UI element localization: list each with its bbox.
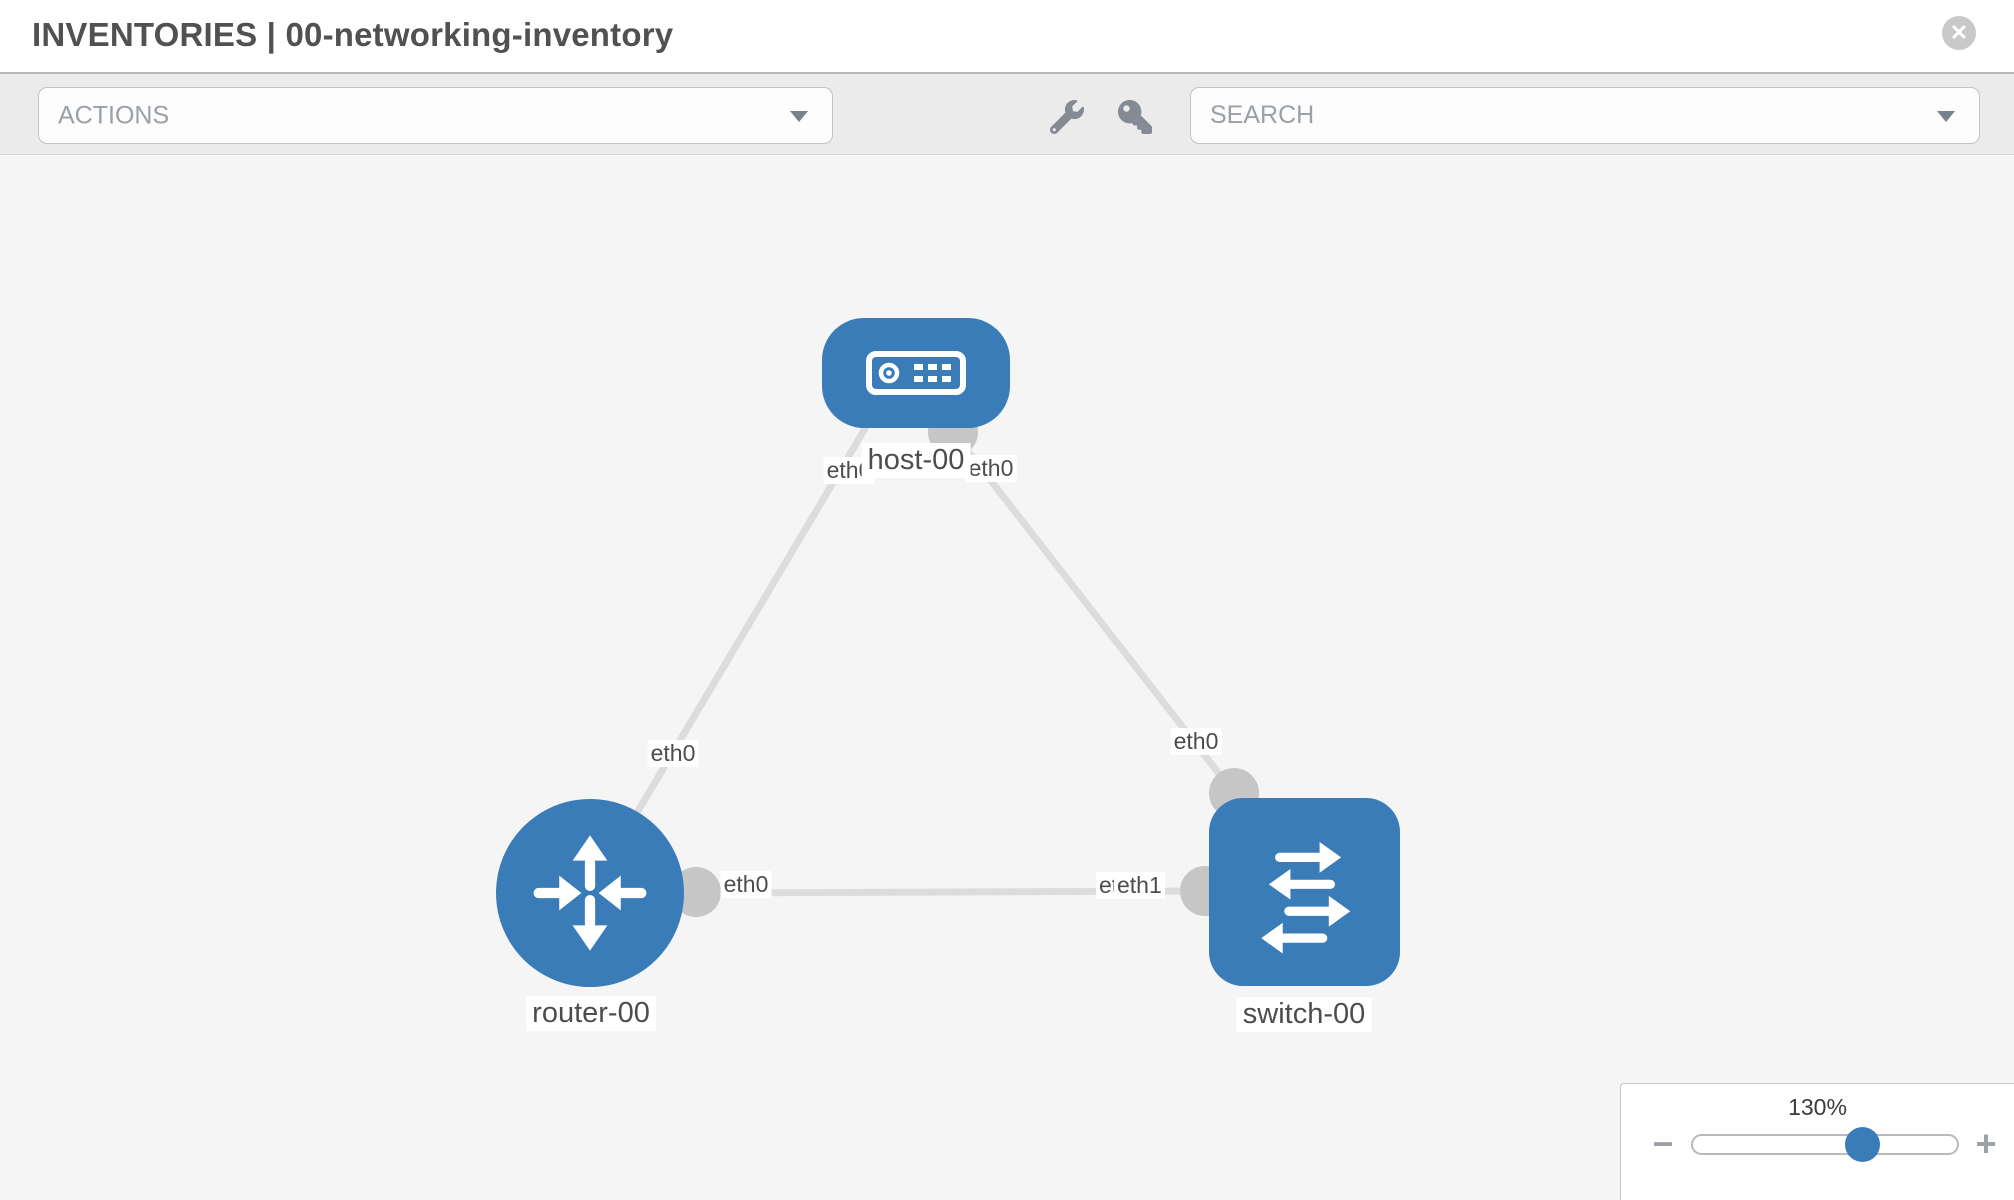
node-host[interactable] bbox=[822, 318, 1010, 428]
header: INVENTORIES | 00-networking-inventory ✕ bbox=[0, 0, 2014, 70]
key-icon bbox=[1118, 100, 1152, 134]
search-input[interactable] bbox=[1191, 88, 1979, 143]
interface-label-router-to-switch: eth0 bbox=[720, 871, 772, 899]
interface-label-switch-to-host: eth0 bbox=[1170, 728, 1222, 756]
zoom-panel: 130% − + bbox=[1620, 1083, 2014, 1200]
minus-icon: − bbox=[1652, 1123, 1674, 1164]
zoom-level: 130% bbox=[1788, 1094, 1847, 1120]
switch-icon bbox=[1260, 842, 1350, 954]
search-dropdown[interactable] bbox=[1190, 87, 1980, 144]
node-label-host: host-00 bbox=[861, 443, 971, 479]
connector-dot-router bbox=[671, 867, 721, 917]
wrench-button[interactable] bbox=[1049, 100, 1084, 135]
topology-canvas[interactable]: host-00 router-00 switch-00 eth0 eth0 et… bbox=[0, 156, 2014, 1200]
chevron-down-icon bbox=[1937, 110, 1955, 122]
actions-dropdown-label: ACTIONS bbox=[58, 101, 170, 129]
zoom-slider-thumb[interactable] bbox=[1845, 1127, 1880, 1162]
interface-label-switch-to-router: eth1 bbox=[1114, 872, 1165, 900]
close-button[interactable]: ✕ bbox=[1942, 16, 1976, 50]
zoom-out-button[interactable]: − bbox=[1645, 1126, 1681, 1162]
actions-dropdown[interactable]: ACTIONS bbox=[38, 87, 833, 144]
node-switch[interactable] bbox=[1209, 798, 1400, 986]
plus-icon: + bbox=[1975, 1123, 1997, 1164]
chevron-down-icon bbox=[790, 110, 808, 122]
key-button[interactable] bbox=[1118, 100, 1152, 134]
page-title: INVENTORIES | 00-networking-inventory bbox=[32, 16, 674, 53]
node-label-switch: switch-00 bbox=[1236, 997, 1372, 1033]
node-label-router: router-00 bbox=[526, 996, 656, 1032]
node-router[interactable] bbox=[496, 799, 684, 987]
host-icon bbox=[866, 351, 966, 395]
zoom-in-button[interactable]: + bbox=[1968, 1126, 2004, 1162]
wrench-icon bbox=[1049, 100, 1084, 135]
toolbar: ACTIONS bbox=[0, 72, 2014, 155]
links-layer bbox=[586, 407, 1259, 917]
close-icon: ✕ bbox=[1949, 20, 1969, 45]
router-icon bbox=[533, 835, 647, 951]
interface-label-router-to-host: eth0 bbox=[647, 740, 699, 768]
zoom-slider-track[interactable] bbox=[1691, 1134, 1959, 1155]
interface-label-host-to-switch: eth0 bbox=[965, 455, 1017, 483]
